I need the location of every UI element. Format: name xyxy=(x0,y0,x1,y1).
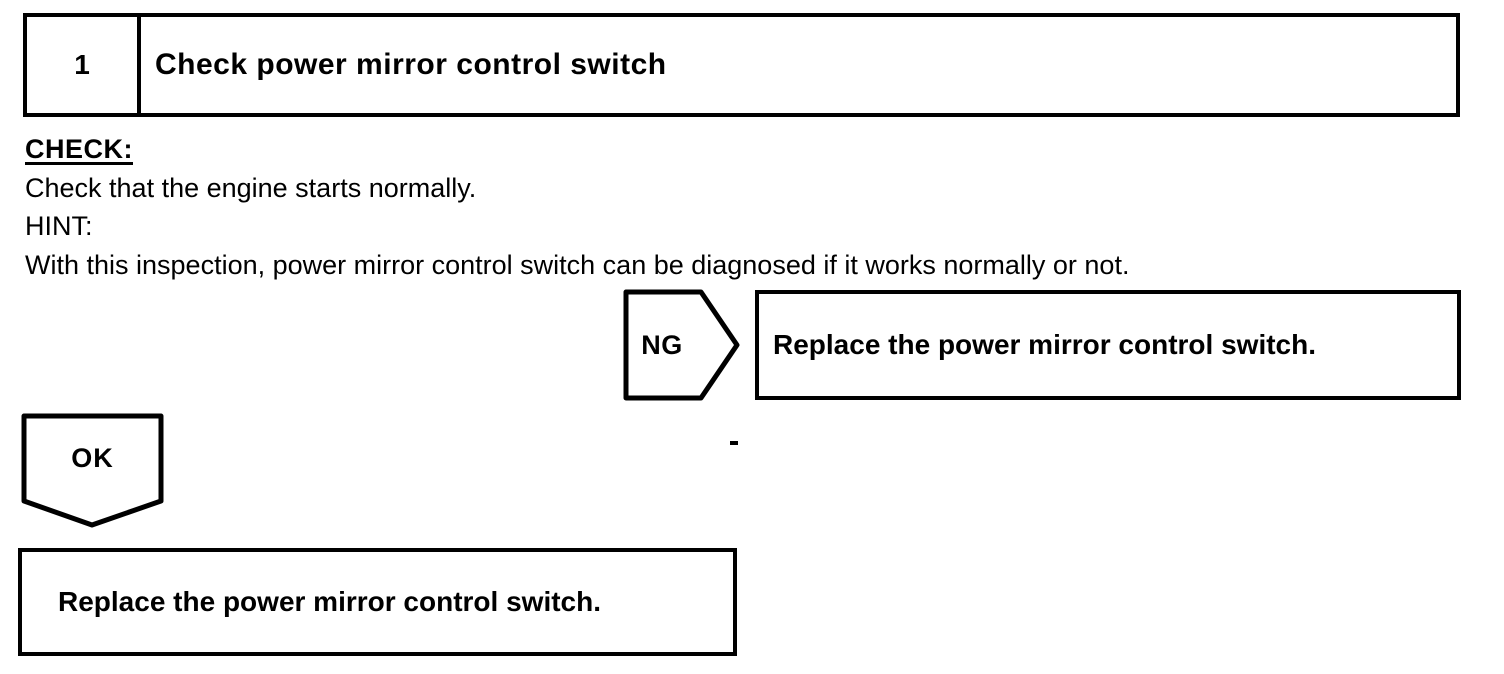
check-label: CHECK: xyxy=(25,134,133,164)
hint-text: With this inspection, power mirror contr… xyxy=(25,250,1130,280)
scan-artifact-dot xyxy=(730,441,738,445)
ok-label: OK xyxy=(71,442,114,473)
ng-label: NG xyxy=(641,329,683,360)
step-header-box: 1 Check power mirror control switch xyxy=(23,13,1460,117)
ok-arrow-icon: OK xyxy=(21,413,164,528)
step-number: 1 xyxy=(27,17,141,113)
ng-result-box: Replace the power mirror control switch. xyxy=(755,290,1461,400)
ok-result-box: Replace the power mirror control switch. xyxy=(18,548,737,656)
hint-label: HINT: xyxy=(25,211,93,241)
ng-arrow-icon: NG xyxy=(623,289,740,401)
step-title: Check power mirror control switch xyxy=(155,48,667,81)
check-instruction-text: Check that the engine starts normally. xyxy=(25,173,477,203)
